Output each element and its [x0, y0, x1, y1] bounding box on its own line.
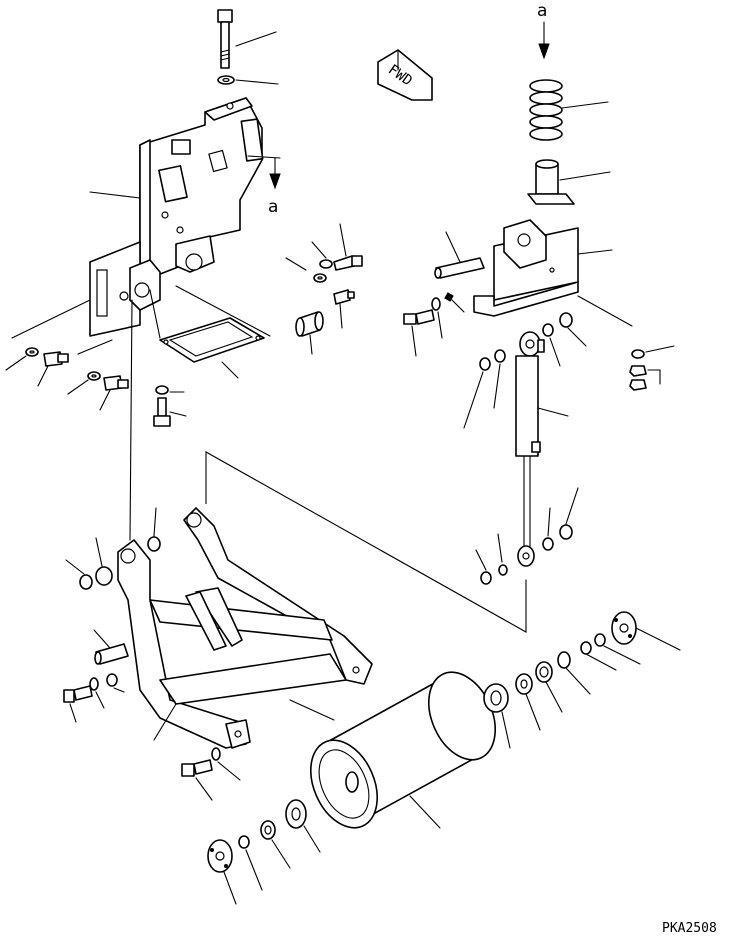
reference-line-left	[129, 299, 133, 541]
cylinder-bracket	[473, 219, 633, 327]
cylinder-washers-lower	[475, 487, 579, 585]
spring	[529, 79, 609, 141]
frame-bolt-right	[181, 747, 241, 801]
roller-arm-frame	[117, 507, 373, 749]
view-marker-top-label: a	[537, 1, 547, 21]
reference-line-frame	[205, 451, 527, 633]
bracket-bolt	[403, 292, 465, 357]
bearings-left	[207, 799, 321, 905]
drawing-code: PKA2508	[662, 921, 717, 936]
cylinder-washers-upper	[463, 312, 587, 429]
bearings-right	[483, 611, 681, 749]
cover-bolt	[153, 385, 187, 427]
view-marker-bracket-label: a	[268, 197, 278, 217]
left-bolt-upper	[5, 347, 69, 387]
collar	[527, 159, 611, 205]
cover-plate	[149, 285, 271, 379]
fwd-arrow-icon: FWD	[377, 49, 433, 101]
centre-pin-group	[285, 223, 363, 355]
frame-bushings	[65, 507, 161, 590]
nut-washer-right	[629, 345, 675, 391]
hydraulic-cylinder	[515, 331, 569, 567]
drum-roller	[289, 671, 496, 829]
frame-pin-left	[93, 629, 129, 665]
left-bolt-lower	[67, 371, 129, 411]
frame-bolt-left	[63, 673, 125, 723]
main-bracket: a	[89, 9, 281, 337]
bracket-pin	[434, 231, 485, 279]
arrow-down-icon	[538, 21, 550, 60]
